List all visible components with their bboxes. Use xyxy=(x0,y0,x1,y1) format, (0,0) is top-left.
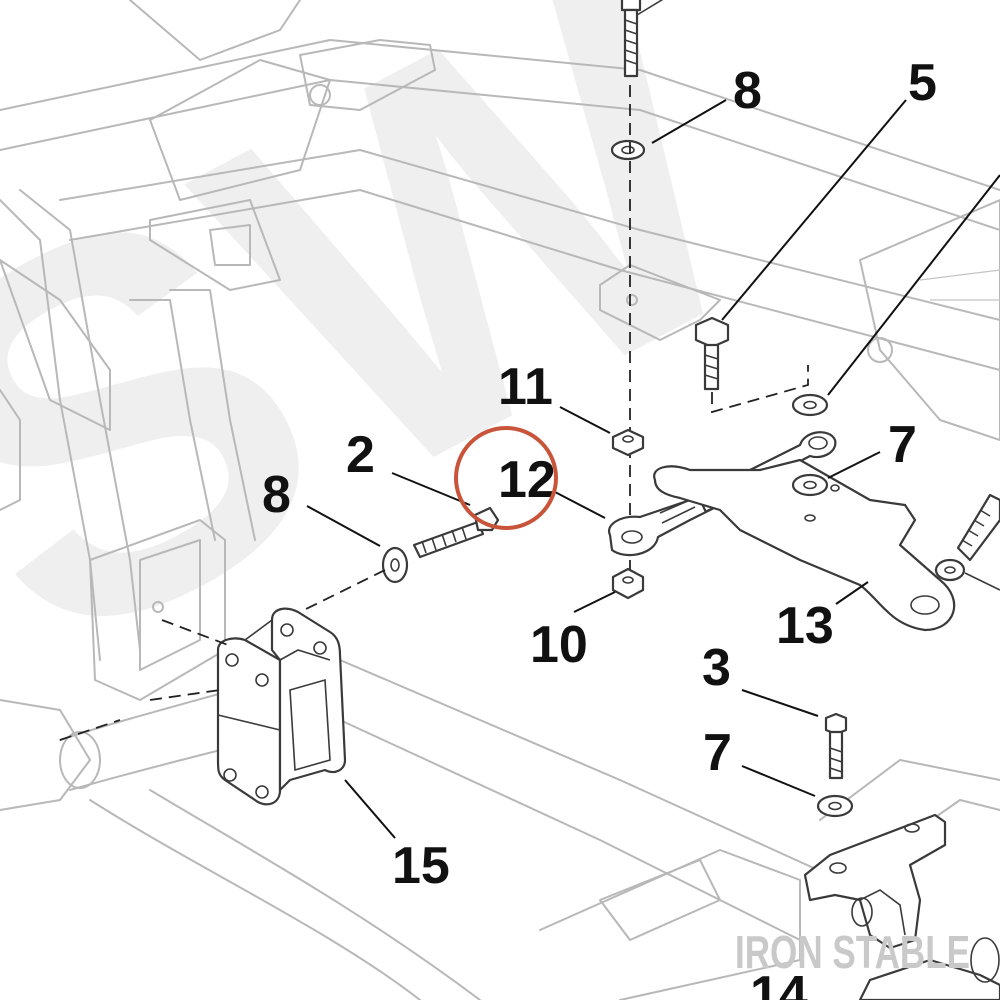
callout-8-left: 8 xyxy=(262,466,291,524)
nut-11 xyxy=(611,428,645,457)
shift-lever-13 xyxy=(653,458,956,632)
bolt-3 xyxy=(824,712,848,780)
callout-7-bottom: 7 xyxy=(703,724,732,782)
callout-12: 12 xyxy=(498,451,556,509)
assembly-axis-bolt-2 xyxy=(299,569,386,613)
washer-8-top xyxy=(610,139,646,161)
leader-lines xyxy=(306,99,1000,839)
callout-2: 2 xyxy=(346,426,375,484)
washer-7-right xyxy=(791,473,829,497)
assembly-path-bolt-5 xyxy=(711,365,809,414)
callout-13: 13 xyxy=(776,597,834,655)
callout-labels: 8 5 11 2 12 7 8 10 13 3 7 15 14 xyxy=(262,54,937,1000)
assembly-path-bracket xyxy=(59,619,229,741)
mount-bracket-15 xyxy=(216,607,347,806)
washer-7-bottom xyxy=(816,794,854,818)
nut-10 xyxy=(611,567,645,600)
bracket-14 xyxy=(803,813,1000,1000)
callout-14: 14 xyxy=(750,966,808,1000)
callout-10: 10 xyxy=(530,616,588,674)
washer-8-left xyxy=(381,546,409,584)
callout-3: 3 xyxy=(702,639,731,697)
callout-15: 15 xyxy=(392,837,450,895)
callout-12-highlight-ring xyxy=(454,426,558,530)
watermark-text: IRON STABLE xyxy=(735,926,970,978)
washer-upper-right xyxy=(791,393,829,417)
bolt-5 xyxy=(694,316,730,391)
bolt-top xyxy=(620,0,664,78)
bolt-right-edge xyxy=(934,493,1000,591)
callout-8-top: 8 xyxy=(733,62,762,120)
callout-11: 11 xyxy=(498,358,553,416)
callout-7-right: 7 xyxy=(888,416,917,474)
callout-5: 5 xyxy=(908,54,937,112)
